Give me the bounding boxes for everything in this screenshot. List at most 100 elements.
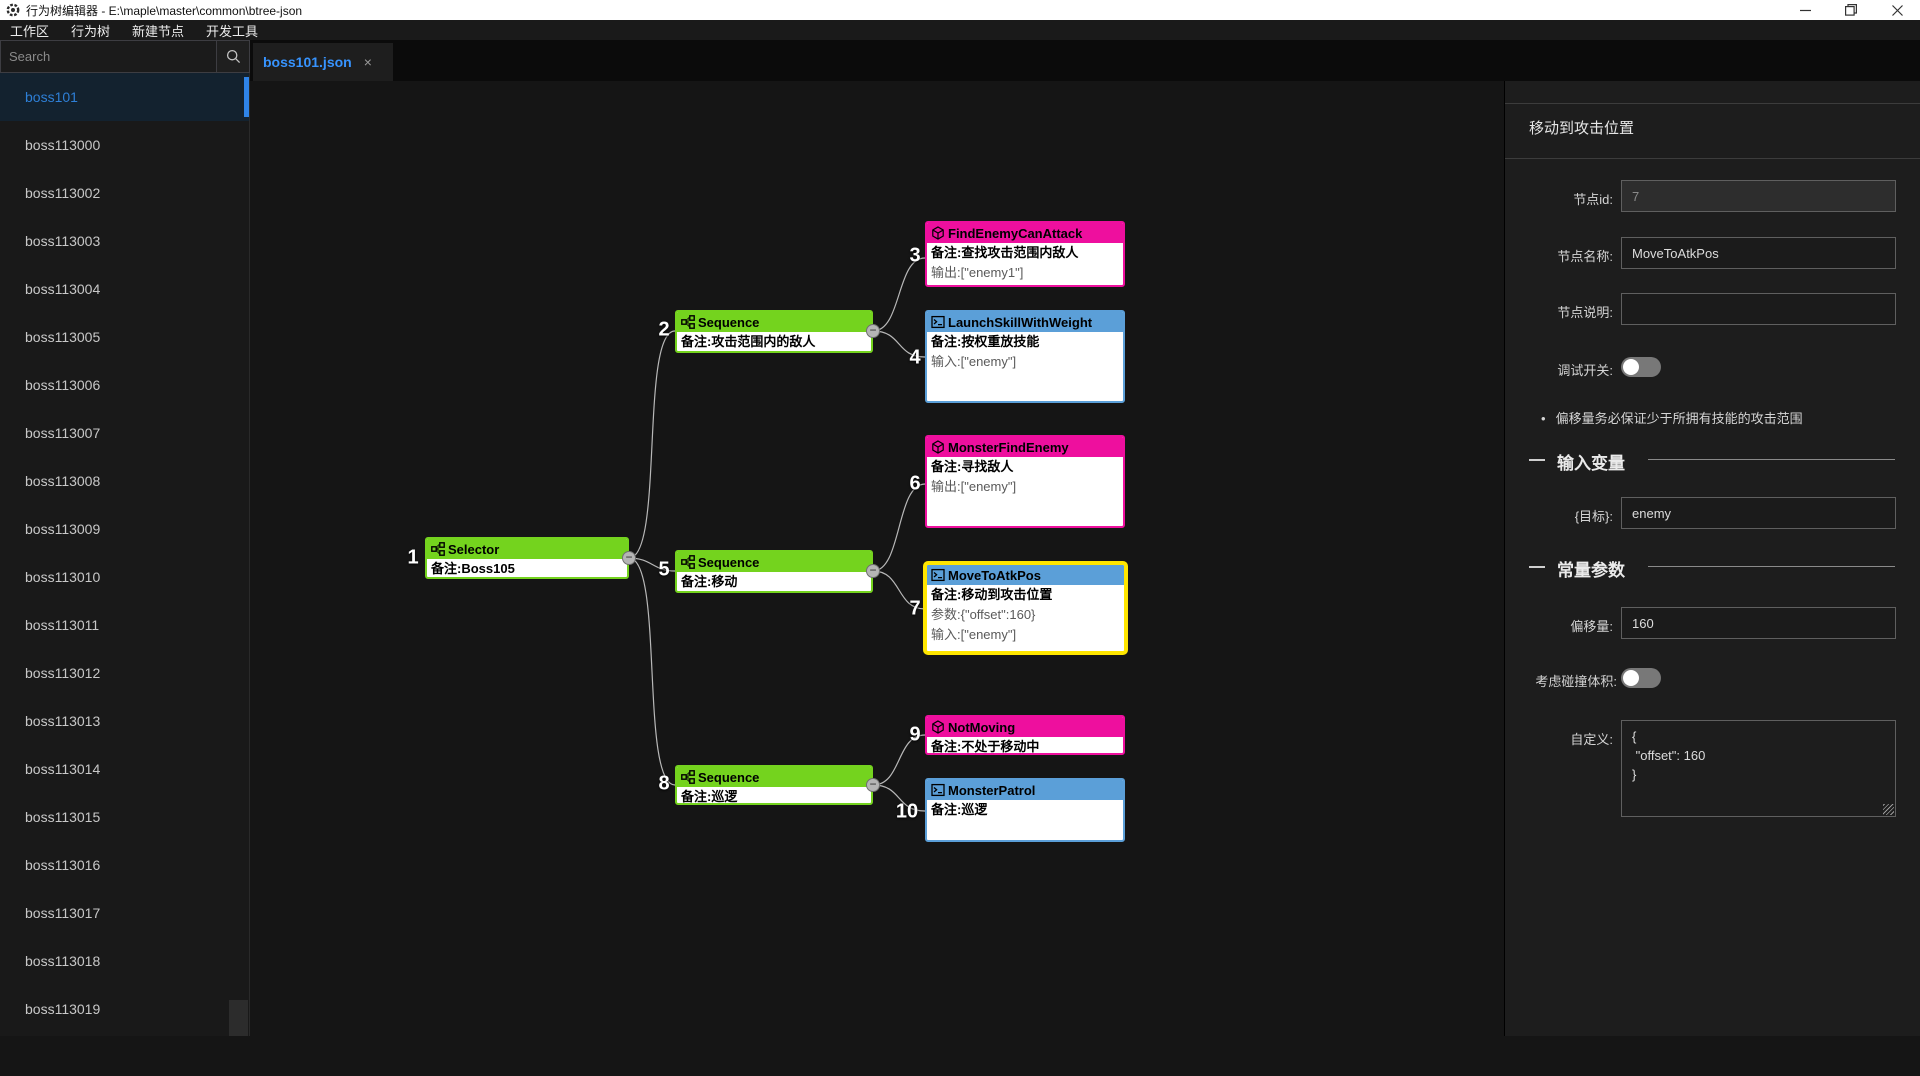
- node-title: MonsterFindEnemy: [948, 440, 1069, 455]
- sidebar-scrollbar-thumb[interactable]: [229, 1000, 248, 1036]
- search-icon: [226, 49, 241, 64]
- tree-node-sequence-move[interactable]: Sequence 备注:移动: [675, 550, 873, 593]
- composite-icon: [431, 542, 445, 556]
- node-output: 输出:["enemy1"]: [927, 263, 1123, 283]
- node-order-label: 7: [909, 598, 920, 621]
- tree-node-sequence-attack[interactable]: Sequence 备注:攻击范围内的敌人: [675, 310, 873, 353]
- section-title: 常量参数: [1557, 556, 1625, 581]
- node-title: Selector: [448, 542, 499, 557]
- target-field[interactable]: [1621, 497, 1896, 529]
- tree-node-monsterpatrol[interactable]: MonsterPatrol 备注:巡逻: [925, 778, 1125, 842]
- minimize-button[interactable]: [1782, 0, 1828, 20]
- node-id-field: [1621, 180, 1896, 212]
- tree-node-movetoatkpos[interactable]: MoveToAtkPos 备注:移动到攻击位置 参数:{"offset":160…: [923, 561, 1128, 655]
- menu-behavior-tree[interactable]: 行为树: [71, 21, 110, 40]
- sidebar-item[interactable]: boss113008: [0, 457, 249, 505]
- node-title: Sequence: [698, 770, 759, 785]
- section-input-variables: 输入变量: [1505, 450, 1920, 470]
- menu-new-node[interactable]: 新建节点: [132, 21, 184, 40]
- sidebar-item[interactable]: boss113011: [0, 601, 249, 649]
- collapse-port[interactable]: −: [866, 324, 880, 338]
- tree-node-launchskillwithweight[interactable]: LaunchSkillWithWeight 备注:按权重放技能 输入:["ene…: [925, 310, 1125, 403]
- collapse-port[interactable]: −: [866, 778, 880, 792]
- node-note: 备注:查找攻击范围内敌人: [927, 243, 1123, 263]
- menu-bar: 工作区 行为树 新建节点 开发工具: [0, 20, 1920, 40]
- composite-icon: [681, 315, 695, 329]
- sidebar-item[interactable]: boss113013: [0, 697, 249, 745]
- tree-node-monsterfindenemy[interactable]: MonsterFindEnemy 备注:寻找敌人 输出:["enemy"]: [925, 435, 1125, 528]
- sidebar-item-label: boss113004: [25, 281, 100, 297]
- node-order-label: 4: [909, 347, 920, 370]
- tree-node-findenemycanattack[interactable]: FindEnemyCanAttack 备注:查找攻击范围内敌人 输出:["ene…: [925, 221, 1125, 287]
- textarea-resize-handle[interactable]: [1883, 804, 1894, 815]
- node-name-field[interactable]: [1621, 237, 1896, 269]
- sidebar-item-boss101[interactable]: boss101: [0, 73, 249, 121]
- section-dash: [1529, 566, 1545, 568]
- note-text: 偏移量务必保证少于所拥有技能的攻击范围: [1556, 411, 1803, 426]
- sidebar-item[interactable]: boss113014: [0, 745, 249, 793]
- sidebar-item[interactable]: boss113002: [0, 169, 249, 217]
- sidebar-item[interactable]: boss113003: [0, 217, 249, 265]
- tree-node-selector[interactable]: Selector 备注:Boss105: [425, 537, 629, 579]
- custom-json-field[interactable]: { "offset": 160 }: [1621, 720, 1896, 817]
- terminal-icon: [931, 783, 945, 797]
- node-note: 备注:不处于移动中: [927, 737, 1123, 755]
- search-button[interactable]: [217, 40, 250, 73]
- collapse-port[interactable]: −: [622, 551, 636, 565]
- sidebar-item[interactable]: boss113006: [0, 361, 249, 409]
- node-properties-panel: 移动到攻击位置 节点id: 节点名称: 节点说明: 调试开关: •偏移量务必保证…: [1504, 81, 1920, 1036]
- offset-field[interactable]: [1621, 607, 1896, 639]
- close-button[interactable]: [1874, 0, 1920, 20]
- sidebar-item[interactable]: boss113012: [0, 649, 249, 697]
- panel-divider: [1505, 158, 1920, 159]
- menu-dev-tools[interactable]: 开发工具: [206, 21, 258, 40]
- sidebar-item-label: boss113017: [25, 905, 100, 921]
- sidebar-item[interactable]: boss113000: [0, 121, 249, 169]
- sidebar-item-label: boss113016: [25, 857, 100, 873]
- sidebar-item[interactable]: boss113004: [0, 265, 249, 313]
- menu-workspace[interactable]: 工作区: [10, 21, 49, 40]
- collapse-port[interactable]: −: [866, 564, 880, 578]
- tree-node-notmoving[interactable]: NotMoving 备注:不处于移动中: [925, 715, 1125, 755]
- sidebar-item-label: boss113005: [25, 329, 100, 345]
- sidebar-item[interactable]: boss113016: [0, 841, 249, 889]
- behavior-tree-canvas[interactable]: Selector 备注:Boss105 Sequence 备注:攻击范围内的敌人…: [250, 81, 1504, 1036]
- workspace: boss101.json × boss101 boss113000 boss11…: [0, 40, 1920, 1036]
- collision-toggle[interactable]: [1621, 668, 1661, 688]
- node-title: LaunchSkillWithWeight: [948, 315, 1092, 330]
- cube-icon: [931, 720, 945, 734]
- section-line: [1648, 566, 1895, 567]
- sidebar-item-label: boss113011: [25, 617, 99, 633]
- restore-button[interactable]: [1828, 0, 1874, 20]
- node-input: 输入:["enemy"]: [927, 352, 1123, 372]
- sidebar-item[interactable]: boss113009: [0, 505, 249, 553]
- node-note: 备注:巡逻: [927, 800, 1123, 820]
- node-order-label: 1: [407, 547, 418, 570]
- sidebar-item[interactable]: boss113007: [0, 409, 249, 457]
- node-order-label: 9: [909, 724, 920, 747]
- sidebar-item[interactable]: boss113005: [0, 313, 249, 361]
- node-order-label: 3: [909, 245, 920, 268]
- sidebar-item[interactable]: boss113019: [0, 985, 249, 1033]
- toggle-knob: [1623, 670, 1639, 686]
- edge: [873, 258, 925, 331]
- node-desc-field[interactable]: [1621, 293, 1896, 325]
- sidebar-item[interactable]: boss113010: [0, 553, 249, 601]
- node-title: NotMoving: [948, 720, 1015, 735]
- tab-close-icon[interactable]: ×: [364, 55, 372, 69]
- tab-boss101-json[interactable]: boss101.json ×: [253, 43, 393, 81]
- tree-node-sequence-patrol[interactable]: Sequence 备注:巡逻: [675, 765, 873, 805]
- sidebar-item[interactable]: boss113018: [0, 937, 249, 985]
- sidebar-item[interactable]: boss113017: [0, 889, 249, 937]
- node-order-label: 5: [658, 559, 669, 582]
- debug-toggle[interactable]: [1621, 357, 1661, 377]
- edge: [629, 558, 675, 785]
- search-input[interactable]: [0, 40, 217, 73]
- node-order-label: 10: [896, 801, 918, 824]
- node-note: 备注:寻找敌人: [927, 457, 1123, 477]
- node-output: 输出:["enemy"]: [927, 477, 1123, 497]
- sidebar-item-label: boss113008: [25, 473, 100, 489]
- sidebar-item[interactable]: boss113015: [0, 793, 249, 841]
- target-label: {目标}:: [1505, 506, 1613, 525]
- sidebar-item-label: boss113018: [25, 953, 100, 969]
